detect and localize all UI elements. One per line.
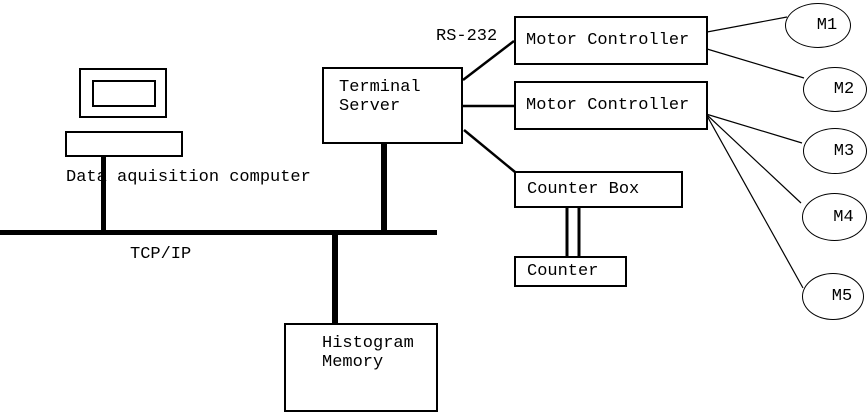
counter-node: Counter	[514, 256, 627, 287]
rs232-link-terminal-to-motor-controller-1	[462, 40, 515, 81]
link-motor-controller-2-to-m5	[705, 113, 804, 289]
motor-m3-label: M3	[833, 141, 855, 161]
motor-m4-label: M4	[833, 207, 854, 227]
rs232-label: RS-232	[436, 27, 498, 46]
rs232-link-terminal-to-counter-box	[463, 129, 516, 173]
motor-controller-2-label: Motor Controller	[526, 96, 690, 115]
link-motor-controller-2-to-m4	[705, 113, 802, 204]
computer-screen-icon	[92, 80, 156, 107]
motor-m1-node: M1	[785, 3, 851, 48]
counter-box-node: Counter Box	[514, 171, 683, 208]
counter-box-label: Counter Box	[527, 180, 640, 199]
motor-controller-2-node: Motor Controller	[514, 81, 708, 130]
motor-m5-label: M5	[831, 287, 853, 306]
data-acquisition-computer-label: Data aquisition computer	[66, 168, 311, 187]
motor-controller-1-label: Motor Controller	[526, 31, 690, 50]
link-motor-controller-1-to-m2	[706, 48, 805, 79]
tcpip-label: TCP/IP	[130, 245, 192, 264]
motor-m5-node: M5	[802, 273, 864, 320]
motor-m3-node: M3	[803, 128, 867, 174]
counter-label: Counter	[527, 262, 599, 281]
motor-m2-node: M2	[803, 67, 867, 112]
motor-m2-label: M2	[833, 80, 855, 99]
link-motor-controller-2-to-m3	[705, 113, 803, 144]
motor-m1-label: M1	[816, 16, 838, 35]
motor-m4-node: M4	[802, 193, 867, 241]
motor-controller-1-node: Motor Controller	[514, 16, 708, 65]
computer-keyboard-icon	[65, 131, 183, 157]
link-motor-controller-1-to-m1	[706, 16, 788, 33]
